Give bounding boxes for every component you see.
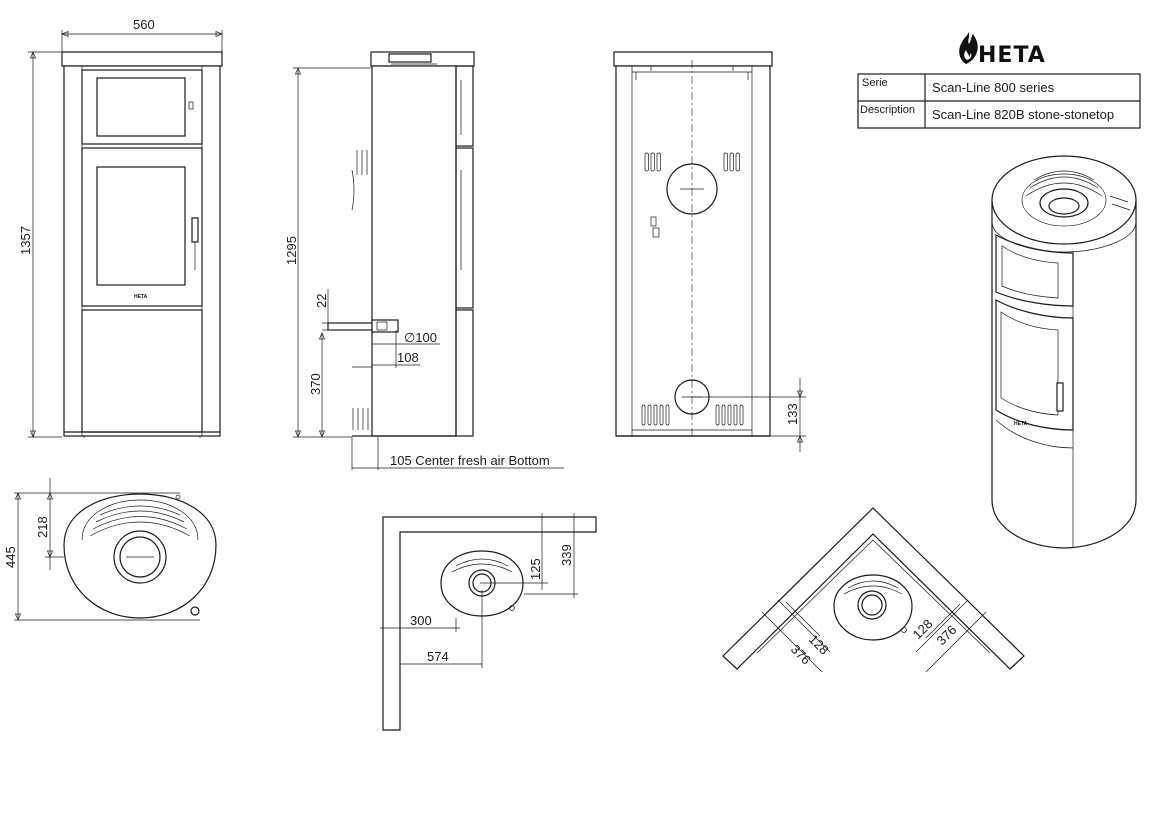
isometric-view: HETA [991, 155, 1137, 549]
fresh-air-note: 105 Center fresh air Bottom [390, 453, 550, 468]
wall-install-view: 125 339 300 574 [380, 513, 597, 731]
side-inlet-offset-dim: 22 [314, 294, 329, 308]
serie-value: Scan-Line 800 series [932, 80, 1055, 95]
wall-total-dim: 574 [427, 649, 449, 664]
back-lower-vents [641, 404, 744, 426]
flame-icon [959, 32, 978, 64]
iso-door-badge: HETA [1014, 421, 1028, 427]
description-value: Scan-Line 820B stone-stonetop [932, 107, 1114, 122]
title-block: Serie Scan-Line 800 series Description S… [857, 73, 1141, 129]
brand-name: HETA [978, 43, 1046, 68]
top-center-dim: 218 [35, 516, 50, 538]
top-view: 445 218 [3, 478, 217, 621]
brand-logo: HETA [959, 32, 1046, 68]
serie-label: Serie [862, 77, 888, 89]
side-inlet-diameter-dim: ∅100 [404, 330, 437, 345]
side-view: 1295 22 370 [284, 51, 564, 470]
back-view: 133 [613, 51, 806, 452]
wall-side-dim: 300 [410, 613, 432, 628]
front-width-dim: 560 [133, 17, 155, 32]
front-view: 560 1357 HETA [18, 17, 223, 438]
front-height-dim: 1357 [18, 226, 33, 255]
wall-center-dim: 125 [528, 558, 543, 580]
back-upper-vents-left [644, 152, 661, 172]
corner-right-inner-dim: 128 [910, 616, 936, 642]
wall-distance-dim: 339 [559, 544, 574, 566]
top-depth-dim: 445 [3, 546, 18, 568]
side-inlet-height-dim: 370 [308, 373, 323, 395]
side-height-dim: 1295 [284, 236, 299, 265]
description-label: Description [860, 104, 915, 116]
front-door-badge: HETA [134, 294, 148, 300]
corner-right-outer-dim: 376 [934, 622, 960, 648]
back-upper-vents-right [723, 152, 740, 172]
corner-install-view: 128 376 128 376 [722, 507, 1025, 673]
back-outlet-height-dim: 133 [785, 403, 800, 425]
side-inlet-depth-dim: 108 [397, 350, 419, 365]
